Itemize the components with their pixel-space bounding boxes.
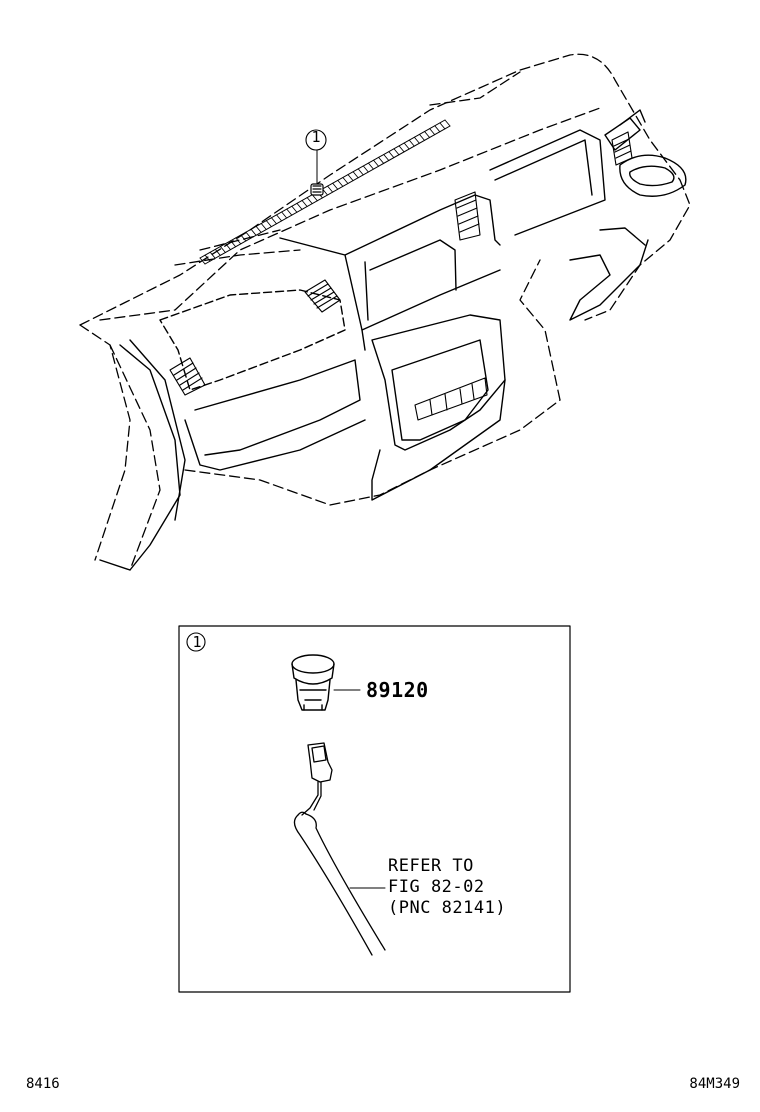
sensor-connector-wire [293, 742, 386, 956]
grille-hatch-line [245, 231, 252, 239]
grille-hatch-line [429, 128, 436, 136]
grille-hatch-line [260, 223, 267, 230]
grille-hatch-line [413, 136, 420, 144]
grille-hatch-line [388, 151, 395, 159]
grille-hatch-line [398, 145, 405, 153]
grille-hatch-line [383, 154, 390, 161]
grille-hatch-line [311, 194, 318, 202]
sensor-part-89120 [291, 654, 361, 711]
grille-hatch-line [230, 240, 237, 248]
grille-hatch-line [255, 225, 262, 233]
grille-hatch-line [240, 234, 247, 242]
refer-note-line2: FIG 82-02 [388, 877, 485, 897]
sensor-on-dash [305, 129, 327, 196]
grille-hatch-line [347, 174, 354, 182]
grille-hatch-line [444, 119, 451, 127]
grille-hatch-line [225, 243, 231, 251]
grille-hatch-line [306, 197, 313, 205]
grille-hatch-line [342, 177, 349, 184]
air-vent-center-right [454, 191, 481, 241]
grille-hatch-line [209, 251, 216, 259]
grille-hatch-line [403, 142, 410, 150]
grille-hatch-line [265, 220, 272, 228]
grille-hatch-line [204, 254, 211, 262]
grille-hatch-line [214, 248, 221, 256]
grille-hatch-line [296, 202, 303, 210]
grille-hatch-line [439, 122, 446, 130]
grille-hatch-line [219, 246, 226, 253]
air-vent-center [304, 279, 341, 313]
grille-hatch-line [276, 214, 283, 222]
grille-hatch-line [281, 211, 288, 219]
page-code-left: 8416 [26, 1076, 60, 1092]
detail-callout-circle [186, 632, 206, 652]
refer-note-line1: REFER TO [388, 856, 474, 876]
grille-hatch-line [332, 182, 339, 190]
switch-panel [414, 377, 488, 421]
part-number-label: 89120 [366, 678, 429, 702]
grille-hatch-line [327, 185, 334, 193]
grille-hatch-line [352, 171, 359, 179]
instrument-panel-solid [99, 109, 687, 571]
grille-hatch-line [301, 200, 308, 207]
grille-hatch-line [378, 156, 385, 164]
grille-hatch-line [408, 139, 415, 147]
grille-hatch-line [291, 205, 298, 213]
page-code-right: 84M349 [689, 1076, 740, 1092]
grille-hatch-line [199, 257, 206, 265]
grille-hatch-line [235, 237, 242, 245]
grille-hatch-line [362, 165, 369, 173]
defroster-grille-hatch [199, 119, 451, 265]
callout-number-detail: 1 [192, 633, 202, 651]
instrument-panel-outline [79, 53, 691, 571]
air-vent-left [169, 357, 206, 396]
grille-hatch-line [419, 133, 425, 141]
callout-number-main: 1 [311, 128, 321, 146]
grille-hatch-line [357, 168, 364, 176]
grille-hatch-line [393, 148, 400, 156]
grille-hatch-line [367, 162, 374, 170]
detail-box-frame [178, 625, 571, 993]
grille-hatch-line [337, 179, 344, 187]
grille-hatch-line [424, 131, 431, 138]
grille-hatch-line [271, 217, 277, 225]
grille-hatch-line [434, 125, 441, 133]
refer-note-line3: (PNC 82141) [388, 898, 507, 918]
air-vent-right [611, 131, 633, 166]
grille-hatch-line [373, 159, 379, 167]
grille-hatch-line [250, 228, 257, 236]
grille-hatch-line [286, 208, 293, 216]
